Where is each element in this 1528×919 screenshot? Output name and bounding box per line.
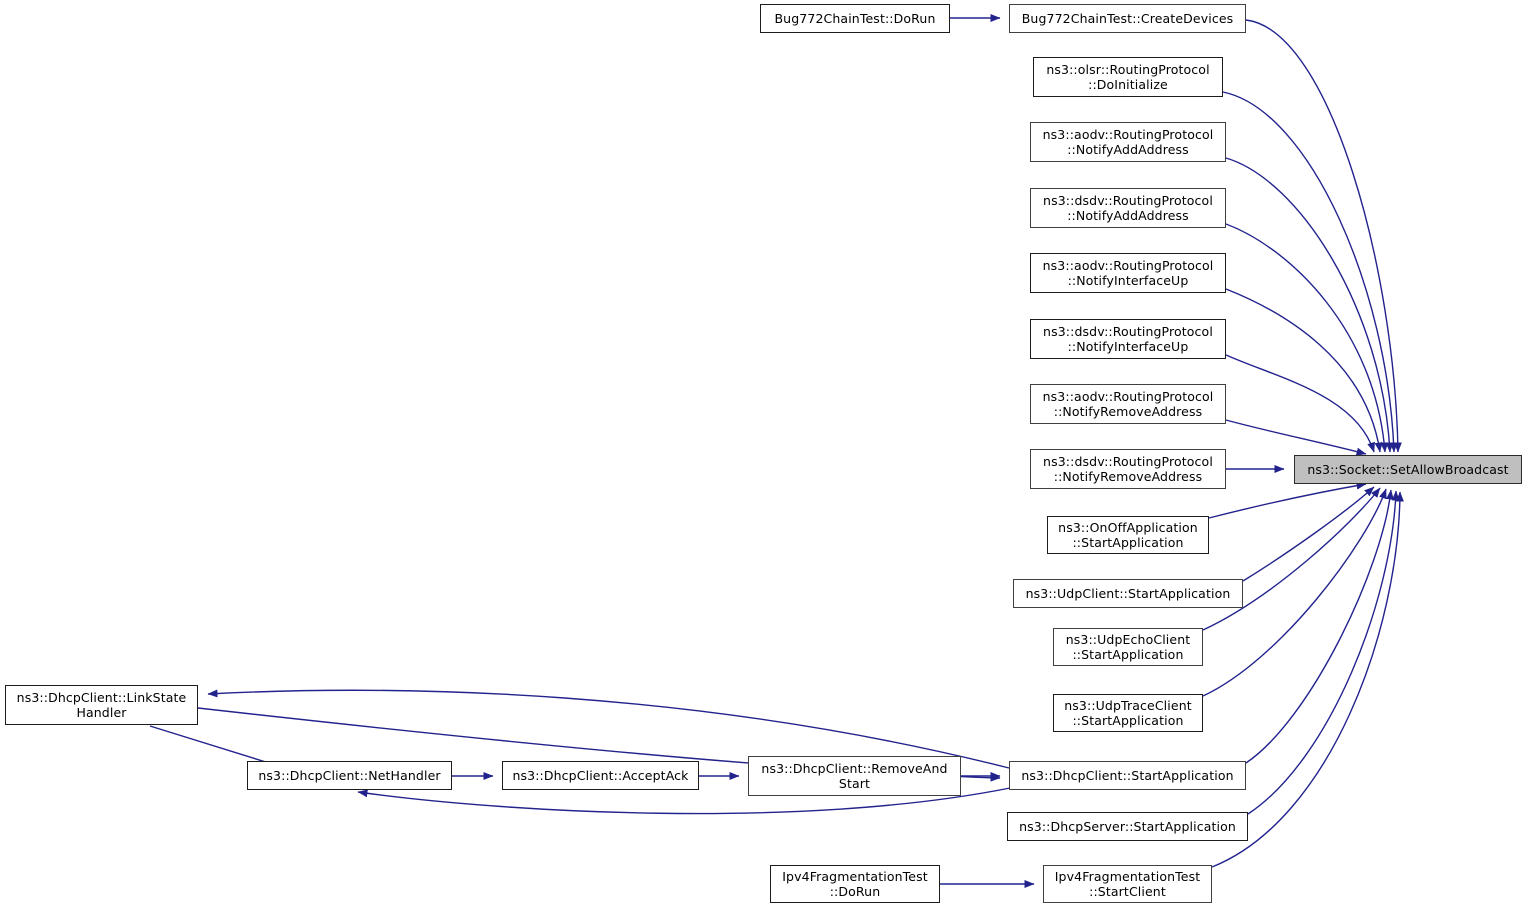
node-dhcpclient-linkstatehandler[interactable]: ns3::DhcpClient::LinkState Handler — [5, 685, 198, 725]
node-aodv-routingprotocol-notifyaddaddress[interactable]: ns3::aodv::RoutingProtocol ::NotifyAddAd… — [1030, 122, 1226, 162]
node-ipv4fragmentationtest-dorun[interactable]: Ipv4FragmentationTest ::DoRun — [770, 865, 940, 903]
edge-dhcpserver-start-to-center — [1247, 490, 1400, 815]
node-bug772chaintest-createdevices[interactable]: Bug772ChainTest::CreateDevices — [1009, 4, 1246, 33]
node-dsdv-routingprotocol-notifyremoveaddress[interactable]: ns3::dsdv::RoutingProtocol ::NotifyRemov… — [1030, 449, 1226, 489]
edge-onoff-start-to-center — [1208, 481, 1367, 519]
edge-dhcpclient-start-to-center — [1245, 489, 1394, 764]
edge-dsdv-ifup-to-center — [1225, 354, 1375, 453]
node-dhcpserver-startapplication[interactable]: ns3::DhcpServer::StartApplication — [1007, 812, 1248, 841]
node-bug772chaintest-dorun[interactable]: Bug772ChainTest::DoRun — [760, 4, 950, 33]
node-dhcpclient-startapplication[interactable]: ns3::DhcpClient::StartApplication — [1009, 761, 1246, 790]
node-udpechoclient-startapplication[interactable]: ns3::UdpEchoClient ::StartApplication — [1053, 628, 1203, 666]
node-dsdv-routingprotocol-notifyaddaddress[interactable]: ns3::dsdv::RoutingProtocol ::NotifyAddAd… — [1030, 188, 1226, 228]
node-udpclient-startapplication[interactable]: ns3::UdpClient::StartApplication — [1013, 579, 1243, 608]
node-dhcpclient-removeandstart[interactable]: ns3::DhcpClient::RemoveAnd Start — [748, 756, 961, 796]
edge-aodv-notifyadd-to-center — [1225, 157, 1394, 453]
node-aodv-routingprotocol-notifyremoveaddress[interactable]: ns3::aodv::RoutingProtocol ::NotifyRemov… — [1030, 384, 1226, 424]
node-olsr-routingprotocol-doinitialize[interactable]: ns3::olsr::RoutingProtocol ::DoInitializ… — [1033, 57, 1223, 97]
node-dsdv-routingprotocol-notifyinterfaceup[interactable]: ns3::dsdv::RoutingProtocol ::NotifyInter… — [1030, 319, 1226, 359]
edge-ipv4frag-startclient-to-center — [1211, 491, 1404, 868]
node-udptraceclient-startapplication[interactable]: ns3::UdpTraceClient ::StartApplication — [1053, 694, 1203, 732]
edge-aodv-notifyremove-to-center — [1225, 419, 1367, 456]
edge-udpecho-start-to-center — [1202, 487, 1381, 631]
node-socket-setallowbroadcast[interactable]: ns3::Socket::SetAllowBroadcast — [1294, 455, 1522, 484]
edge-olsr-doinit-to-center — [1222, 91, 1398, 453]
edge-udpclient-start-to-center — [1242, 486, 1375, 582]
node-dhcpclient-acceptack[interactable]: ns3::DhcpClient::AcceptAck — [502, 761, 699, 790]
node-dhcpclient-nethandler[interactable]: ns3::DhcpClient::NetHandler — [247, 761, 452, 790]
node-onoffapplication-startapplication[interactable]: ns3::OnOffApplication ::StartApplication — [1047, 516, 1209, 554]
node-aodv-routingprotocol-notifyinterfaceup[interactable]: ns3::aodv::RoutingProtocol ::NotifyInter… — [1030, 253, 1226, 293]
edge-aodv-ifup-to-center — [1225, 288, 1383, 453]
node-ipv4fragmentationtest-startclient[interactable]: Ipv4FragmentationTest ::StartClient — [1043, 865, 1212, 903]
edge-dsdv-notifyadd-to-center — [1225, 223, 1389, 453]
edge-createdevices-to-center — [1245, 19, 1402, 453]
